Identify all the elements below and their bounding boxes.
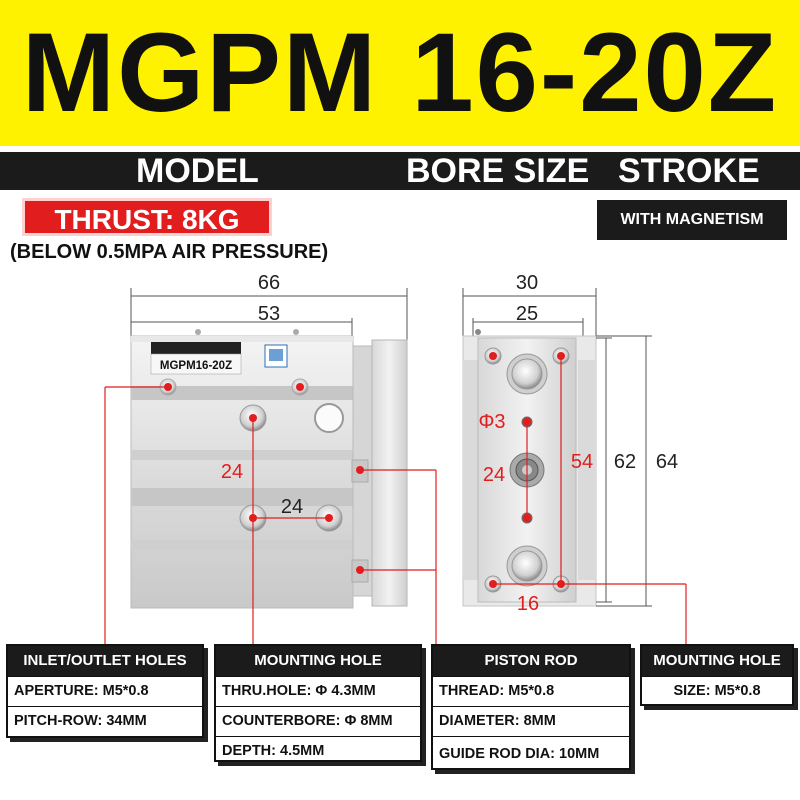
stroke-label: STROKE	[618, 152, 760, 190]
thrust-badge: THRUST: 8KG	[22, 198, 272, 236]
side-height-outer: 64	[656, 451, 678, 473]
magnetism-badge: WITH MAGNETISM	[597, 200, 787, 240]
mounting-counterbore: COUNTERBORE: Φ 8MM	[216, 706, 420, 736]
side-rod-hole: Φ3	[478, 411, 505, 433]
front-width-outer: 66	[258, 272, 280, 294]
piston-guide-rod: GUIDE ROD DIA: 10MM	[433, 736, 629, 771]
piston-diameter: DIAMETER: 8MM	[433, 706, 629, 736]
model-label-plate: MGPM16-20Z	[160, 360, 232, 372]
front-hole-horizontal-pitch: 24	[281, 496, 303, 518]
bore-size-label: BORE SIZE	[406, 152, 590, 190]
mounting-hole-title: MOUNTING HOLE	[216, 646, 420, 676]
title-banner	[0, 0, 800, 146]
inlet-outlet-box: INLET/OUTLET HOLES APERTURE: M5*0.8 PITC…	[6, 644, 204, 738]
side-center-pitch: 24	[483, 464, 505, 486]
thrust-note: (BELOW 0.5MPA AIR PRESSURE)	[10, 241, 329, 263]
inlet-outlet-title: INLET/OUTLET HOLES	[8, 646, 202, 676]
mounting-thru-hole: THRU.HOLE: Φ 4.3MM	[216, 676, 420, 706]
side-width-inner: 25	[516, 303, 538, 325]
side-width-outer: 30	[516, 272, 538, 294]
mounting-hole-size-title: MOUNTING HOLE	[642, 646, 792, 676]
front-hole-vertical-pitch: 24	[221, 461, 243, 483]
inlet-pitch-row: PITCH-ROW: 34MM	[8, 706, 202, 736]
mounting-hole-size-box: MOUNTING HOLE SIZE: M5*0.8	[640, 644, 794, 706]
model-label: MODEL	[136, 152, 259, 190]
inlet-aperture: APERTURE: M5*0.8	[8, 676, 202, 706]
side-vertical-pitch: 54	[571, 451, 593, 473]
mounting-hole-size: SIZE: M5*0.8	[642, 676, 792, 706]
piston-thread: THREAD: M5*0.8	[433, 676, 629, 706]
mounting-depth: DEPTH: 4.5MM	[216, 736, 420, 766]
mounting-hole-box: MOUNTING HOLE THRU.HOLE: Φ 4.3MM COUNTER…	[214, 644, 422, 762]
piston-rod-box: PISTON ROD THREAD: M5*0.8 DIAMETER: 8MM …	[431, 644, 631, 770]
side-view: 30 25	[462, 272, 687, 646]
piston-rod-title: PISTON ROD	[433, 646, 629, 676]
subheader-bar	[0, 152, 800, 190]
side-horizontal-pitch: 16	[517, 593, 539, 615]
side-height-inner: 62	[614, 451, 636, 473]
page-title: MGPM 16-20Z	[21, 10, 779, 135]
front-view: 66 53 MGPM16-20Z	[104, 272, 437, 646]
front-width-inner: 53	[258, 303, 280, 325]
